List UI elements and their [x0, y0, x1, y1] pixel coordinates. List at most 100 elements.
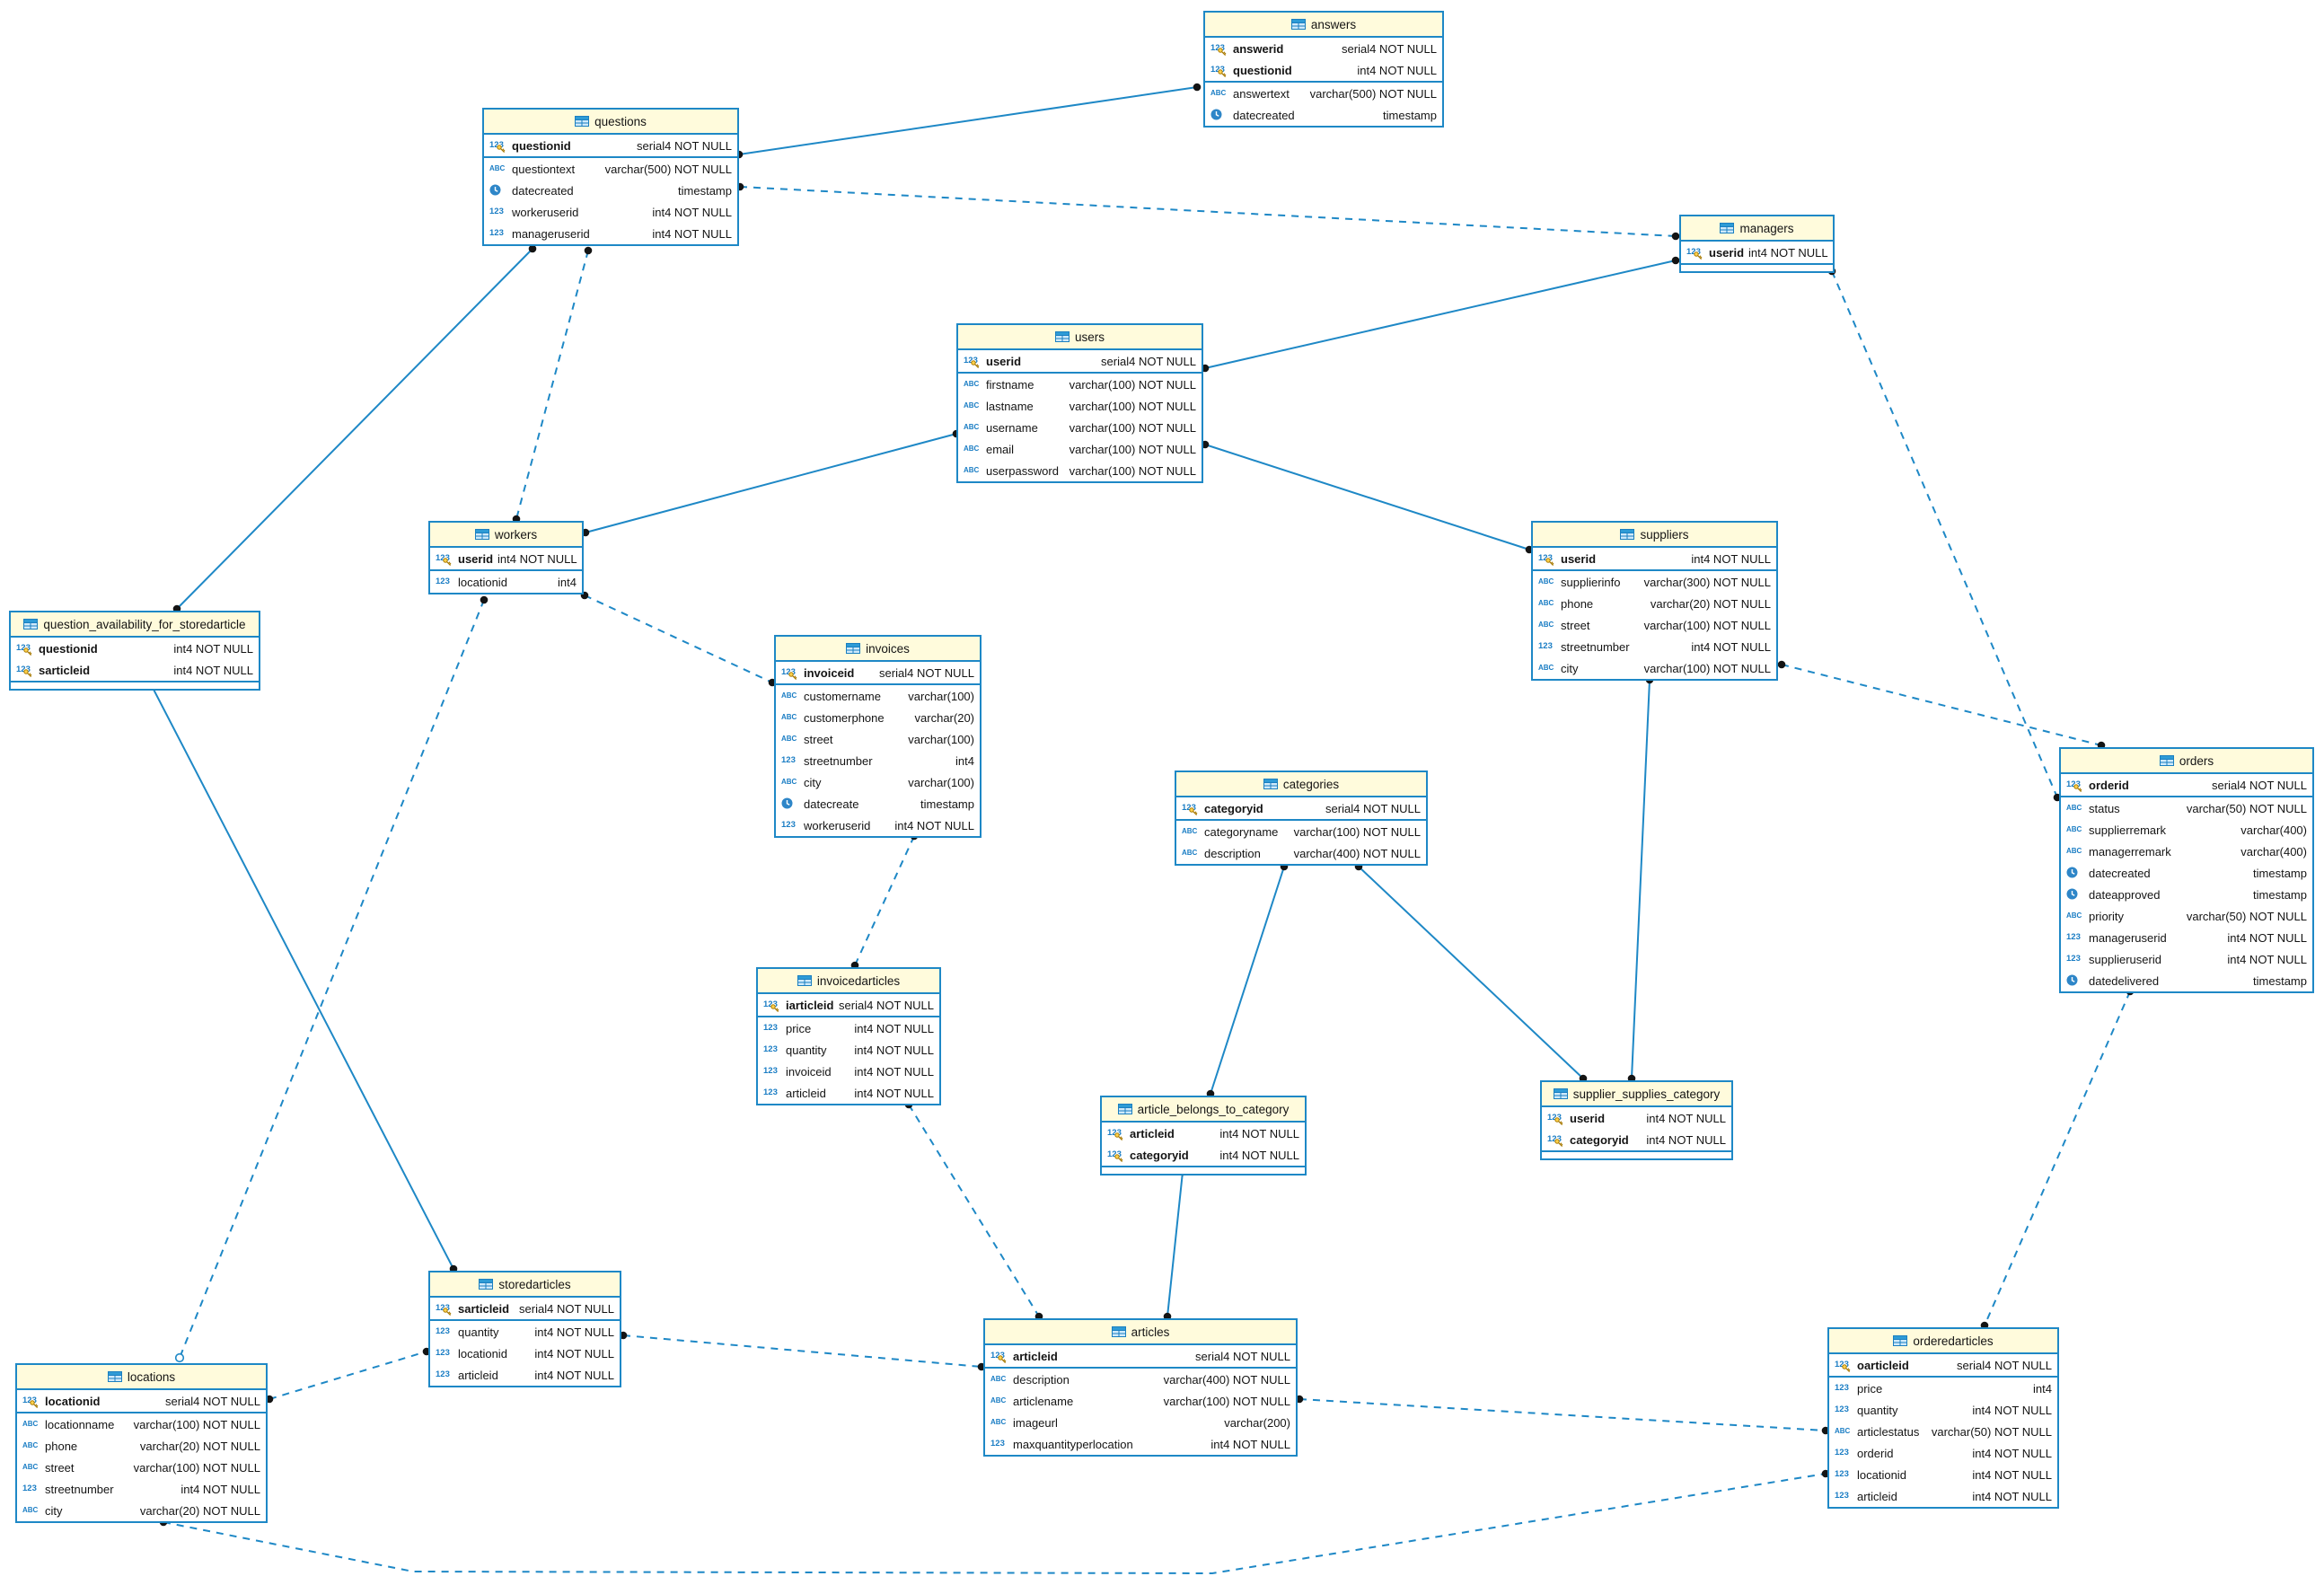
relationship-questions--workers[interactable] [515, 250, 589, 520]
relationship-suppliers--supplier_supplies_category[interactable] [1631, 679, 1651, 1079]
table-header[interactable]: orders [2061, 749, 2312, 774]
table-header[interactable]: questions [484, 110, 737, 135]
relationship-articles--orderedarticles[interactable] [1298, 1398, 1827, 1431]
relationship-users--suppliers[interactable] [1204, 444, 1530, 550]
table-header[interactable]: managers [1681, 216, 1833, 242]
table-header[interactable]: storedarticles [430, 1272, 620, 1298]
relationship-managers--orders[interactable] [1831, 270, 2058, 798]
relationship-suppliers--orders[interactable] [1781, 664, 2102, 746]
relationship-users--workers[interactable] [585, 433, 957, 533]
relationship-article_belongs_to_category--articles[interactable] [1166, 1171, 1184, 1317]
table-header[interactable]: invoices [776, 637, 980, 662]
table-header[interactable]: locations [17, 1365, 266, 1390]
table-header[interactable]: answers [1205, 13, 1442, 38]
relationship-workers--locations[interactable] [179, 599, 485, 1359]
relationship-storedarticles--articles[interactable] [622, 1334, 982, 1368]
table-header[interactable]: suppliers [1533, 523, 1776, 548]
table-header[interactable]: workers [430, 523, 582, 548]
relationship-questions--managers[interactable] [739, 186, 1677, 237]
table-header[interactable]: article_belongs_to_category [1102, 1097, 1305, 1123]
table-question_availability_for_storedarticle[interactable]: question_availability_for_storedarticle 1… [9, 611, 260, 691]
relationship-invoices--invoicedarticles[interactable] [854, 835, 915, 966]
relationship-invoicedarticles--articles[interactable] [908, 1104, 1040, 1317]
relationship-categories--article_belongs_to_category[interactable] [1210, 866, 1285, 1095]
table-header[interactable]: question_availability_for_storedarticle [11, 612, 259, 638]
